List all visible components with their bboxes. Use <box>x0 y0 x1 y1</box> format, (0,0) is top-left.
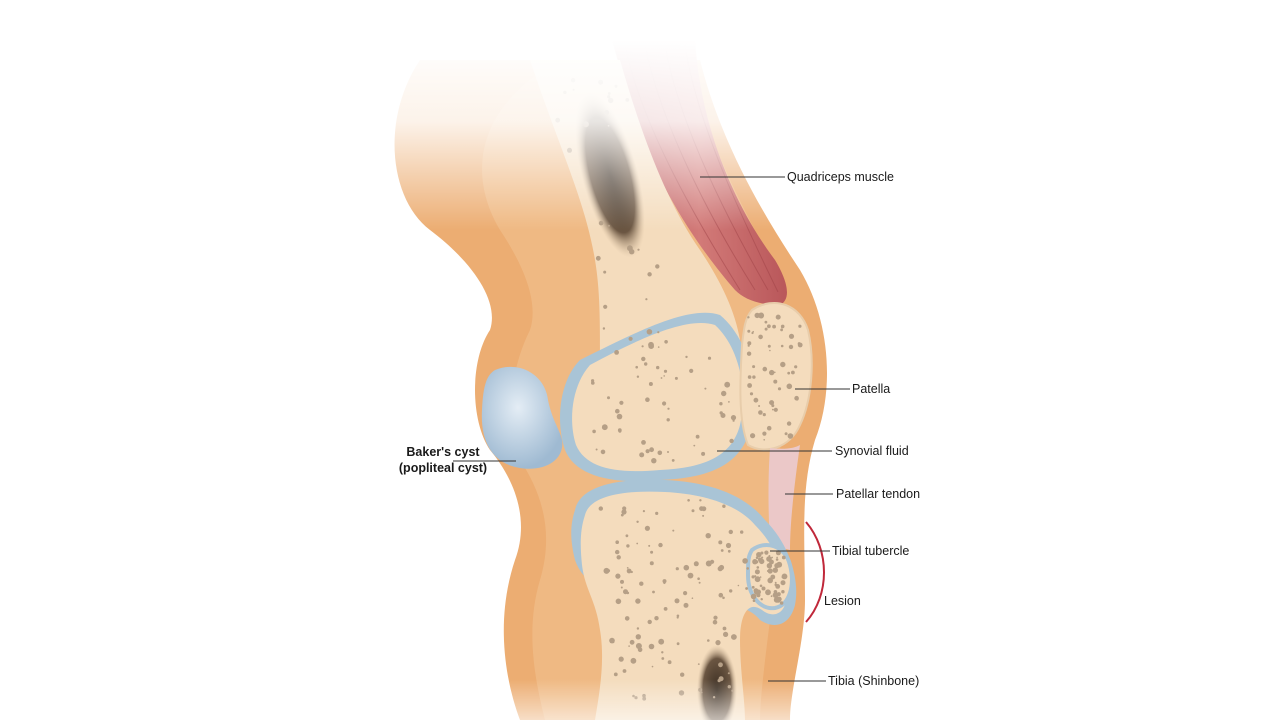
label-bakers-cyst: Baker's cyst (popliteal cyst) <box>388 444 498 476</box>
label-bakers-cyst-line2: (popliteal cyst) <box>398 461 488 475</box>
label-bakers-cyst-line1: Baker's cyst <box>406 445 480 459</box>
label-quadriceps: Quadriceps muscle <box>787 170 894 184</box>
label-patella: Patella <box>852 382 891 396</box>
leader-lines <box>453 176 850 682</box>
lesion-arc <box>805 521 825 623</box>
label-tibia: Tibia (Shinbone) <box>828 674 920 688</box>
label-patellar-tendon: Patellar tendon <box>836 487 921 501</box>
label-tibial-tubercle: Tibial tubercle <box>832 544 910 558</box>
label-synovial-fluid: Synovial fluid <box>835 444 909 458</box>
label-lesion: Lesion <box>824 594 861 608</box>
